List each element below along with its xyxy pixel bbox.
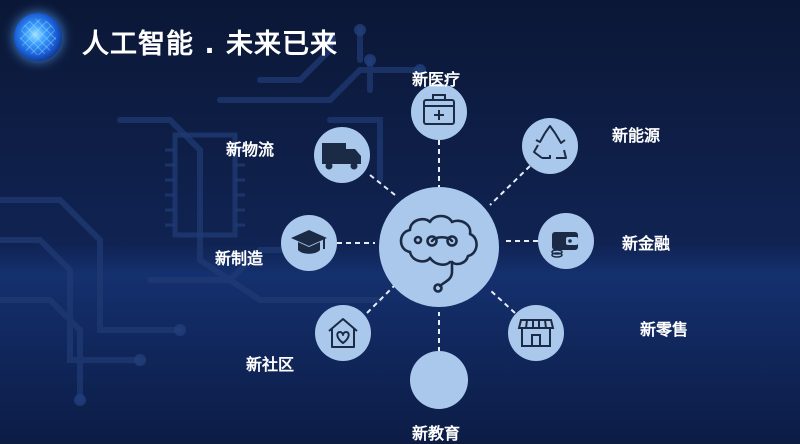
node-label-logistics: 新物流 xyxy=(226,140,275,159)
brain-icon xyxy=(399,214,478,293)
page-title: 人工智能 . 未来已来 xyxy=(82,29,339,60)
node-label-manufacturing: 新制造 xyxy=(215,249,264,268)
node-label-education: 新教育 xyxy=(412,424,461,443)
node-label-retail: 新零售 xyxy=(640,320,689,339)
connector-logistics xyxy=(369,174,396,196)
house-heart-icon xyxy=(328,318,358,348)
node-retail xyxy=(508,305,564,361)
node-manufacturing xyxy=(281,215,337,271)
storefront-icon xyxy=(517,319,555,347)
node-medical xyxy=(411,84,467,140)
node-energy xyxy=(522,118,578,174)
truck-icon xyxy=(322,143,361,170)
node-label-finance: 新金融 xyxy=(622,234,671,253)
connector-retail xyxy=(489,289,516,314)
recycle-icon xyxy=(533,125,567,159)
node-finance xyxy=(538,213,594,269)
node-label-energy: 新能源 xyxy=(612,126,661,145)
connector-energy xyxy=(489,165,531,206)
node-logistics xyxy=(314,127,370,183)
center-node xyxy=(379,187,499,307)
node-label-medical: 新医疗 xyxy=(412,70,461,89)
globe-logo-icon xyxy=(14,13,62,61)
connector-community xyxy=(366,284,396,314)
node-label-community: 新社区 xyxy=(246,355,295,374)
graduation-cap-icon xyxy=(291,230,327,254)
node-community xyxy=(315,305,371,361)
wallet-coins-icon xyxy=(551,232,578,258)
node-education xyxy=(410,351,468,409)
first-aid-kit-icon xyxy=(423,94,455,125)
